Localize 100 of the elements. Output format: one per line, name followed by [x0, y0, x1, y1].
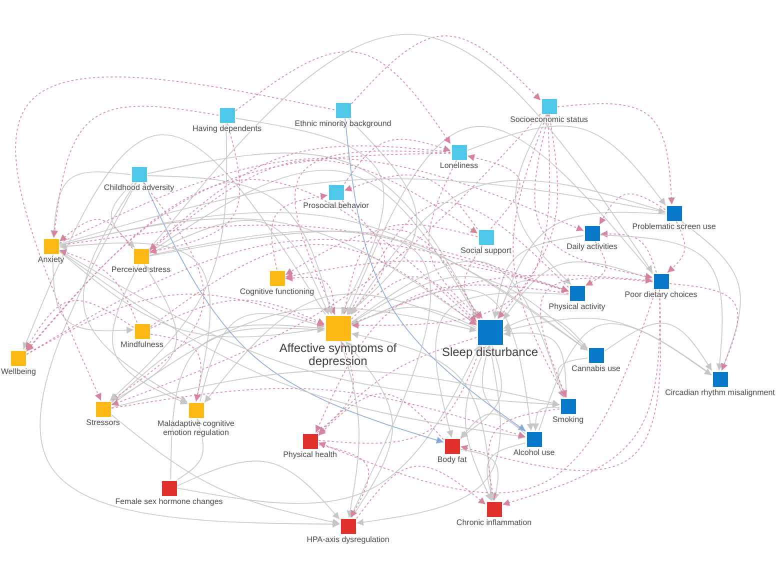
dashed-arrow [59, 224, 569, 292]
dashed-arrow [351, 274, 653, 324]
arrow [350, 180, 666, 315]
dashed-arrow [318, 393, 444, 440]
arrow [503, 261, 653, 320]
arrow [111, 414, 340, 526]
arrow [111, 370, 560, 408]
dashed-arrow [111, 388, 526, 438]
dashed-arrow [344, 174, 478, 230]
node-label: Body fat [437, 454, 467, 464]
dashed-arrow [150, 334, 202, 402]
arrow [170, 326, 325, 480]
dashed-arrow [467, 154, 520, 229]
dashed-arrow [318, 444, 370, 518]
dashed-arrow [667, 221, 686, 273]
node-label: Alcohol use [513, 448, 555, 456]
dashed-arrow [59, 158, 584, 244]
arrow [59, 250, 560, 408]
arrow [532, 406, 560, 431]
node-label: Physical activity [548, 302, 606, 310]
arrow [22, 134, 326, 350]
arrow [356, 345, 501, 526]
arrow [435, 292, 569, 438]
arrow [144, 182, 444, 444]
node-label: Socioeconomic status [510, 114, 588, 124]
dashed-arrow [294, 150, 451, 315]
node-label: Chronic inflammation [456, 518, 532, 526]
arrow [351, 260, 564, 398]
dashed-arrow [318, 337, 477, 434]
dashed-arrow [534, 114, 653, 280]
node-label: Social support [460, 246, 512, 254]
arrow [235, 118, 384, 315]
dashed-arrow [285, 228, 479, 319]
dashed-arrow [600, 230, 657, 273]
arrow [112, 264, 188, 404]
dashed-arrow [351, 36, 541, 104]
arrow [204, 294, 477, 403]
arrow [147, 175, 334, 315]
node-label: Anxiety [38, 254, 64, 264]
node-label: Prosocial behavior [303, 200, 369, 210]
dashed-arrow [488, 408, 560, 501]
arrow [486, 442, 526, 501]
node-label: Mindfulness [120, 340, 164, 348]
dashed-arrow [150, 244, 477, 328]
node-label: Daily activities [566, 242, 618, 250]
node-label: Poor dietary choices [624, 290, 698, 298]
dashed-arrow [348, 202, 569, 315]
arrow [59, 218, 477, 326]
arrow [111, 324, 325, 404]
arrow [460, 413, 526, 440]
node-label: Female sex hormone changes [115, 496, 223, 506]
arrow [149, 230, 588, 351]
arrow [604, 322, 712, 371]
node-label: HPA-axis dysregulation [306, 534, 390, 544]
node-label: Loneliness [440, 160, 478, 170]
arrow [351, 306, 477, 328]
arrow [351, 276, 588, 350]
dashed-arrow [149, 145, 451, 250]
arrow [149, 220, 330, 315]
node-label: Smoking [552, 414, 584, 424]
arrow [346, 126, 653, 315]
arrow [351, 288, 534, 431]
arrow [538, 323, 712, 431]
node-label: Cannabis use [572, 364, 620, 372]
arrow [177, 460, 340, 520]
dashed-arrow [25, 300, 134, 350]
dashed-arrow [15, 76, 335, 401]
dashed-arrow [285, 274, 335, 315]
arrow [482, 345, 526, 432]
dashed-arrow [26, 179, 477, 352]
dashed-arrow [59, 249, 138, 323]
dashed-arrow [669, 283, 738, 371]
dashed-arrow [59, 219, 133, 249]
node-label: Having dependents [192, 124, 262, 132]
dashed-arrow [599, 194, 666, 225]
dashed-arrow [271, 192, 328, 270]
dashed-arrow [235, 51, 451, 144]
arrow [351, 332, 492, 501]
arrow [503, 318, 712, 375]
dashed-arrow [150, 300, 325, 329]
arrow [600, 234, 724, 371]
arrow [111, 308, 477, 405]
arrow [467, 126, 666, 206]
arrow [557, 358, 588, 398]
dashed-arrow [557, 103, 675, 205]
dashed-arrow [26, 152, 451, 351]
arrow [497, 212, 666, 319]
arrow [340, 341, 360, 518]
dashed-arrow [285, 260, 569, 292]
arrow [149, 230, 431, 518]
dashed-arrow [315, 284, 569, 433]
arrow [492, 235, 584, 319]
arrow [460, 448, 500, 501]
arrow [200, 313, 325, 402]
arrow [59, 178, 666, 245]
arrow [345, 341, 393, 518]
dashed-arrow [51, 106, 219, 238]
arrow [149, 34, 653, 273]
node-label: Physical health [283, 450, 337, 458]
dashed-arrow [111, 114, 541, 406]
